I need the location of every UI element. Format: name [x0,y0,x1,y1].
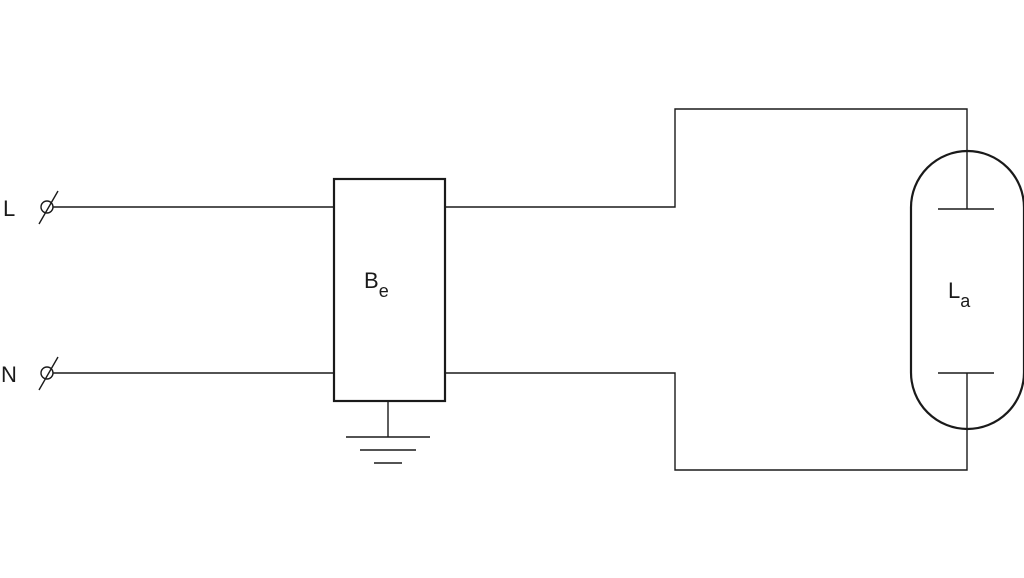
terminal-n-label: N [1,362,17,387]
ballast-label: Be [364,268,389,301]
ballast-label-sub: e [379,281,389,301]
lamp-label: La [948,278,971,311]
lamp-label-main: L [948,278,960,303]
lamp-label-sub: a [960,291,971,311]
terminal-l-label: L [3,196,15,221]
ballast-box [332,177,447,403]
output-wire-bottom [445,372,968,471]
ballast-label-main: B [364,268,379,293]
output-wire-top [445,108,968,209]
ground-symbol [346,401,430,464]
lamp-envelope [909,149,1024,431]
